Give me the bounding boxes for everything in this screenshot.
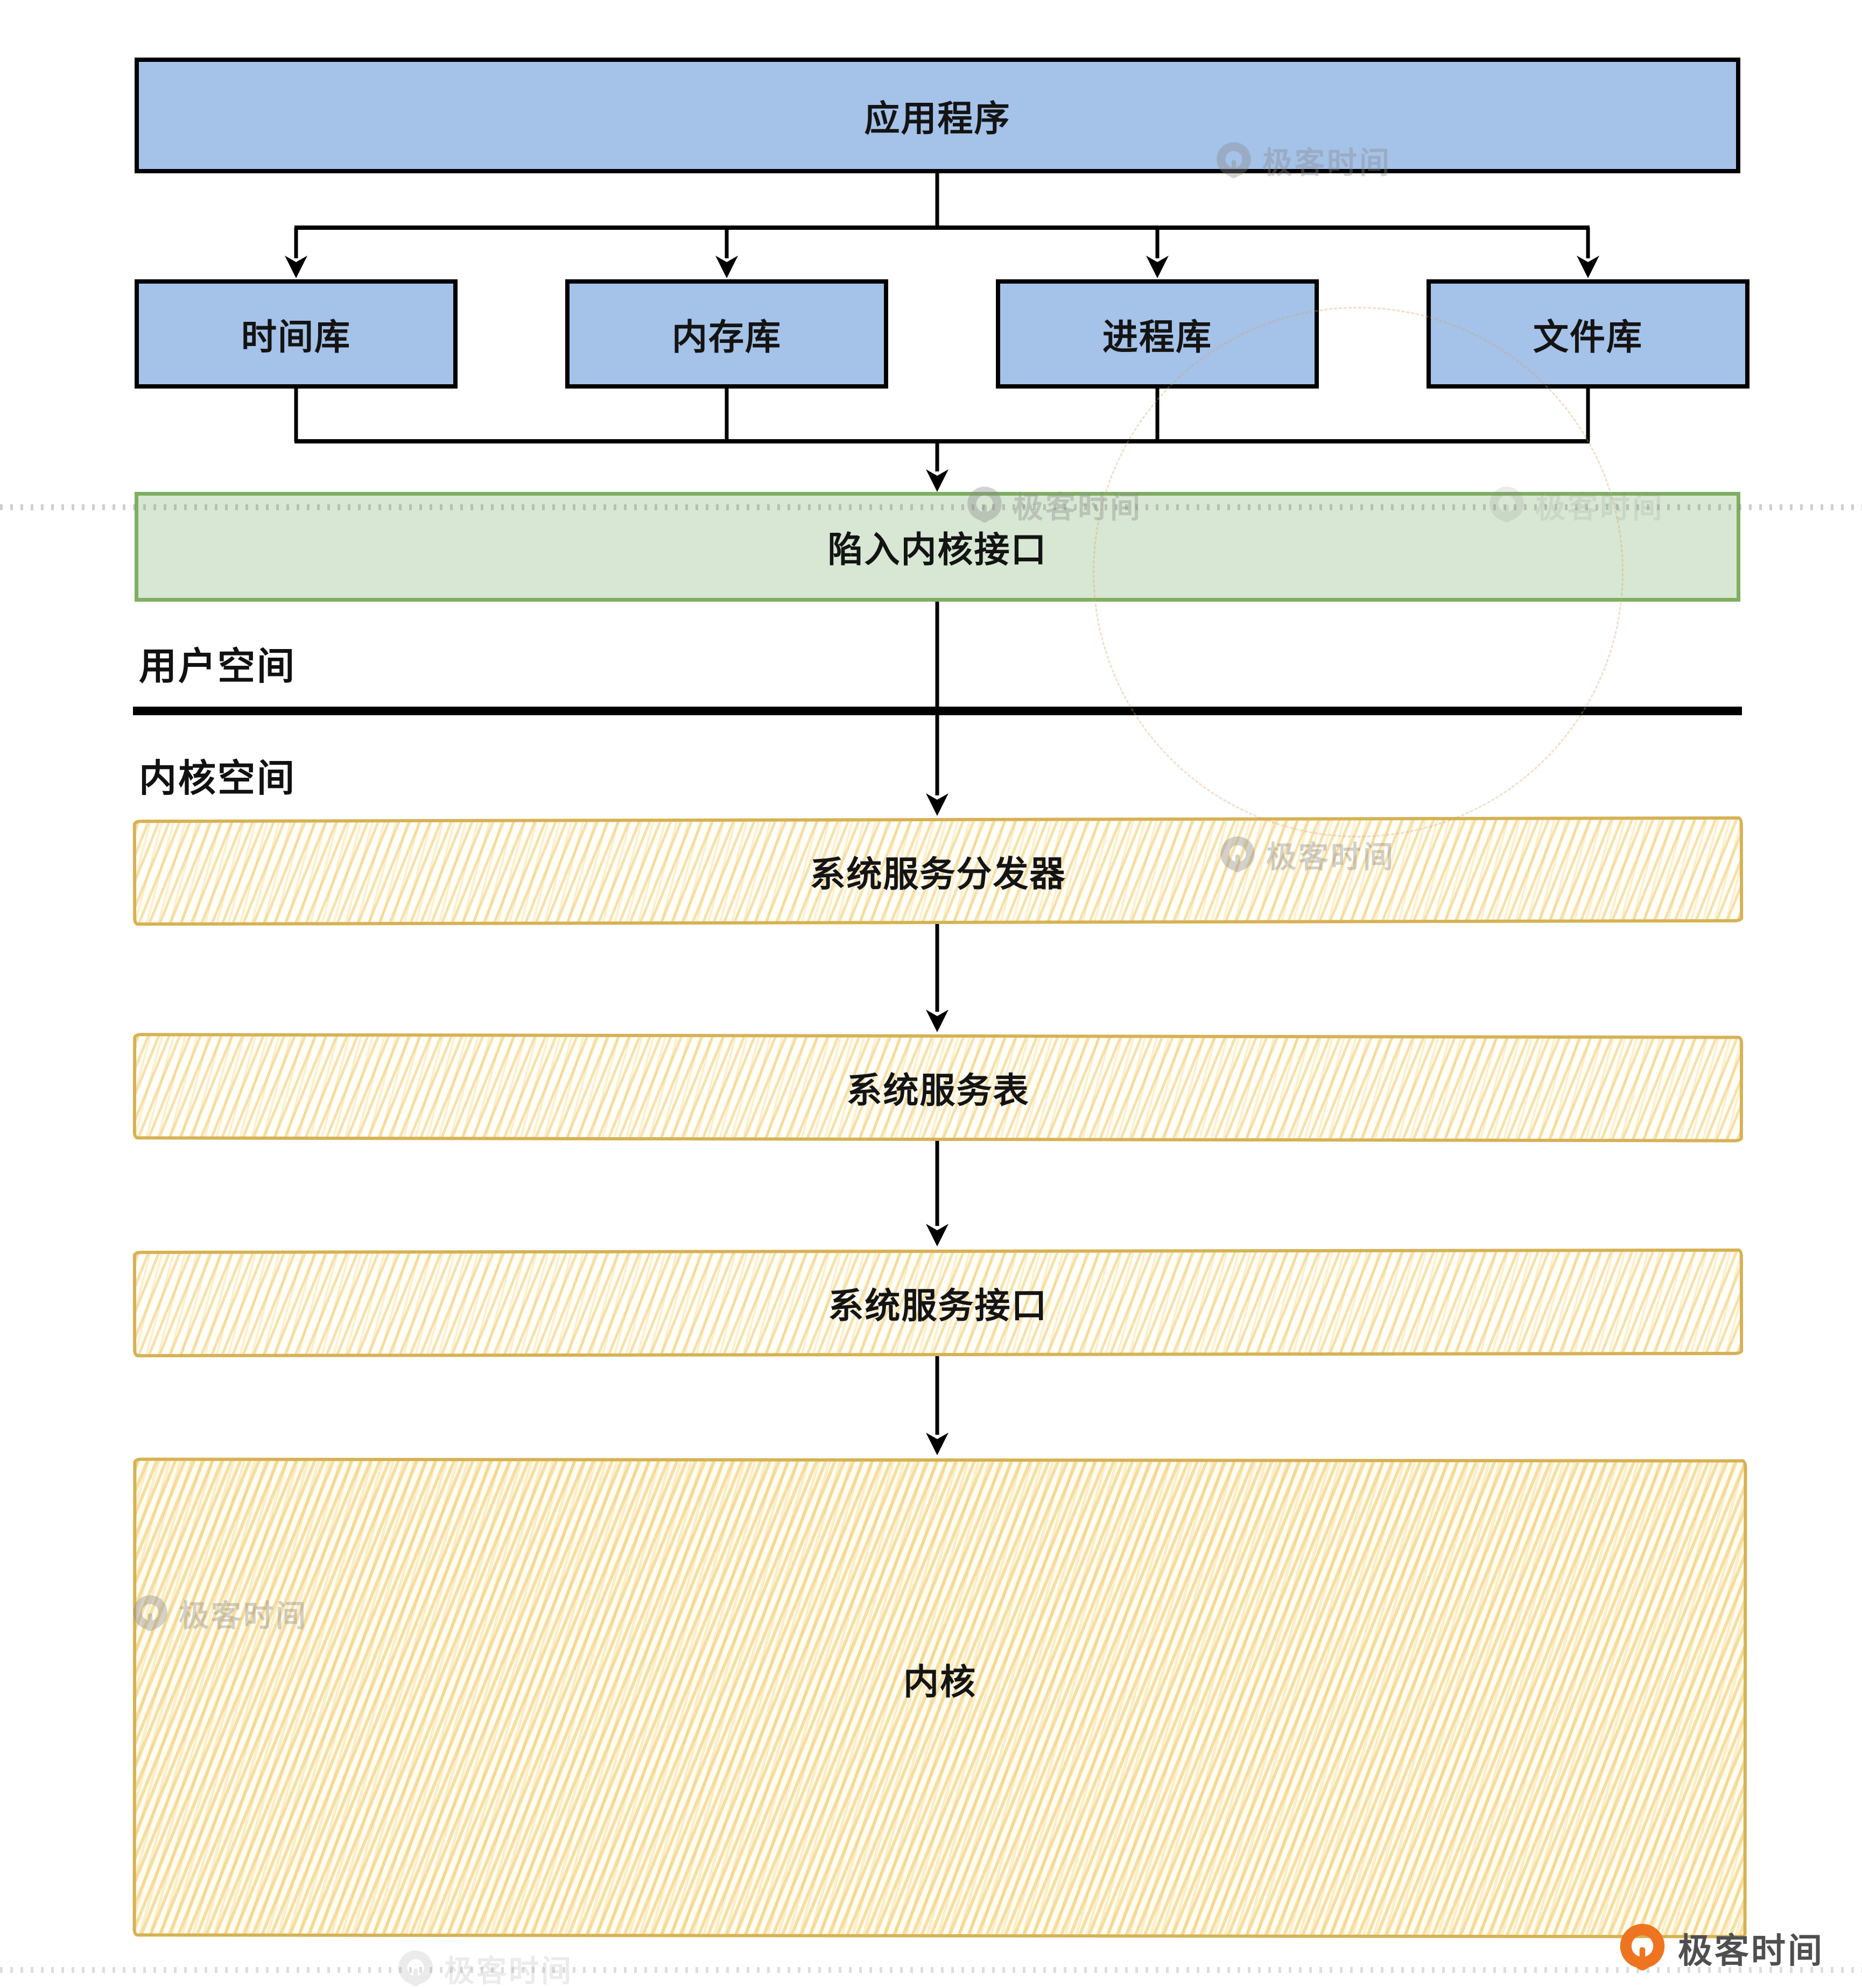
library-box-memory-label: 内存库 <box>672 316 782 357</box>
service-dispatcher-box: 系统服务分发器 <box>132 816 1744 926</box>
geektime-logo-icon <box>396 1949 435 1988</box>
library-box-memory: 内存库 <box>565 279 888 389</box>
service-interface-box: 系统服务接口 <box>132 1248 1744 1358</box>
service-table-label: 系统服务表 <box>846 1070 1030 1111</box>
app-box: 应用程序 <box>135 58 1740 173</box>
trap-kernel-interface-label: 陷入内核接口 <box>827 530 1048 569</box>
library-box-process: 进程库 <box>996 279 1319 389</box>
kernel-box: 内核 <box>132 1457 1747 1938</box>
service-interface-label: 系统服务接口 <box>828 1285 1048 1326</box>
dotted-line <box>0 1967 1862 1973</box>
library-box-file: 文件库 <box>1427 279 1749 389</box>
footer-brand: 极客时间 <box>1617 1922 1824 1974</box>
trap-kernel-interface-box: 陷入内核接口 <box>135 492 1740 602</box>
library-box-time-label: 时间库 <box>241 316 351 357</box>
service-dispatcher-label: 系统服务分发器 <box>810 854 1066 894</box>
user-kernel-divider <box>133 707 1742 715</box>
geektime-logo-icon <box>1617 1922 1668 1974</box>
watermark-text: 极客时间 <box>444 1954 573 1988</box>
kernel-box-label: 内核 <box>903 1661 977 1702</box>
library-box-process-label: 进程库 <box>1102 316 1212 357</box>
kernel-space-label: 内核空间 <box>139 757 296 799</box>
library-box-time: 时间库 <box>135 279 458 389</box>
user-space-label: 用户空间 <box>139 645 296 687</box>
geektime-watermark: 极客时间 <box>396 1947 573 1988</box>
library-box-file-label: 文件库 <box>1533 316 1643 357</box>
footer-brand-text: 极客时间 <box>1678 1931 1824 1970</box>
app-box-label: 应用程序 <box>864 98 1011 138</box>
service-table-box: 系统服务表 <box>132 1033 1744 1143</box>
